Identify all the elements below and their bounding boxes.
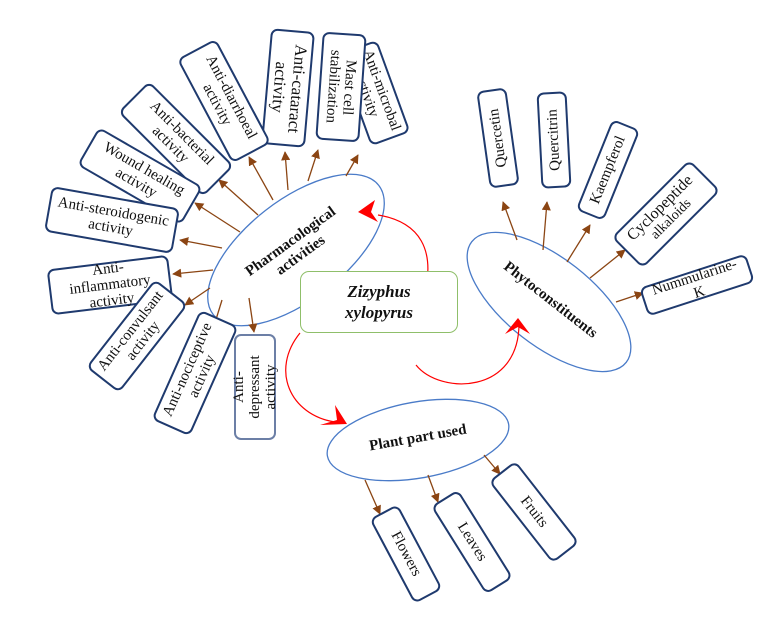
arrow-anti-bacterial (218, 179, 259, 216)
arrowhead-plant-part (320, 405, 347, 425)
species-genus: Zizyphus (347, 282, 411, 301)
phytoconstituents-ellipse[interactable] (445, 207, 654, 397)
arrow-anti-depressant (248, 297, 258, 333)
arrow-fruits (483, 454, 501, 475)
arrow-anti-steroidogenic (179, 237, 223, 249)
compound-label: Quercetin (485, 107, 511, 169)
arrow-flowers (364, 479, 381, 515)
arrow-quercitrin (541, 201, 551, 251)
compound-label: Quercitrin (544, 108, 564, 172)
arrow-anti-diarrhoeal (248, 156, 274, 201)
red-arrowheads (320, 200, 530, 425)
arrowhead-pharmacological (358, 200, 378, 222)
center-species-box[interactable]: Zizyphus xylopyrus (300, 271, 458, 333)
arrow-nummularine (615, 291, 644, 303)
arrow-leaves (427, 474, 440, 503)
arrow-kaempferol (566, 224, 591, 263)
activity-sublabel: activity (263, 364, 279, 410)
arrow-cyclopeptide (589, 249, 626, 279)
curve-to-phytoconstituents (415, 321, 520, 385)
compound-quercitrin[interactable]: Quercitrin (536, 91, 572, 189)
plant-part-arrows (364, 454, 501, 515)
plant-part-ellipse[interactable] (321, 387, 515, 494)
arrowhead-phytoconstituents (505, 318, 530, 334)
activity-label: Anti-depressant (231, 355, 263, 419)
curve-to-plant-part (285, 332, 336, 423)
arrow-wound-healing (194, 202, 241, 233)
arrow-quercetin (501, 201, 518, 241)
arrow-anti-microbal (345, 154, 359, 177)
arrow-mast-cell (307, 149, 320, 182)
phytoconstituent-arrows (501, 201, 644, 303)
plant-part-label: Fruits (516, 493, 552, 531)
arrow-anti-cataract (281, 151, 291, 191)
arrow-anti-inflammatory (172, 268, 214, 278)
arrow-anti-convulsant (184, 287, 211, 306)
species-epithet: xylopyrus (345, 303, 413, 322)
